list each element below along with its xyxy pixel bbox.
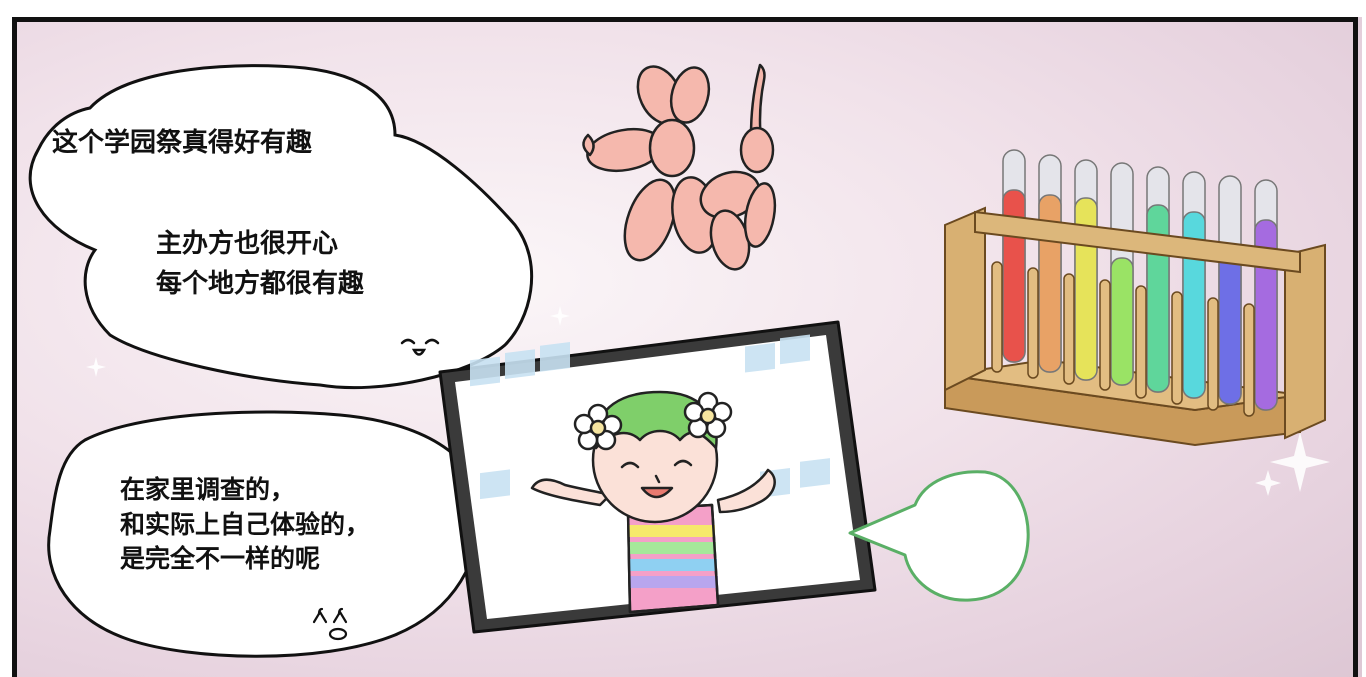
speech-text-top-line1: 这个学园祭真得好有趣 [52, 128, 313, 158]
panel-frame [12, 17, 1358, 677]
speech-bubble-green [848, 470, 1030, 602]
test-tube-rack-illustration [944, 149, 1326, 447]
grin-face-icon [312, 607, 348, 641]
tablet-device [438, 320, 877, 634]
smile-face-icon [400, 338, 440, 356]
balloon-dog-illustration [582, 63, 777, 271]
speech-bubble-bottom [47, 410, 482, 658]
sparkles [86, 306, 1330, 496]
speech-text-top-line2: 主办方也很开心 每个地方都很有趣 [156, 229, 365, 300]
girl-character [530, 390, 776, 614]
speech-text-bottom: 在家里调查的， 和实际上自己体验的， 是完全不一样的呢 [120, 475, 371, 573]
